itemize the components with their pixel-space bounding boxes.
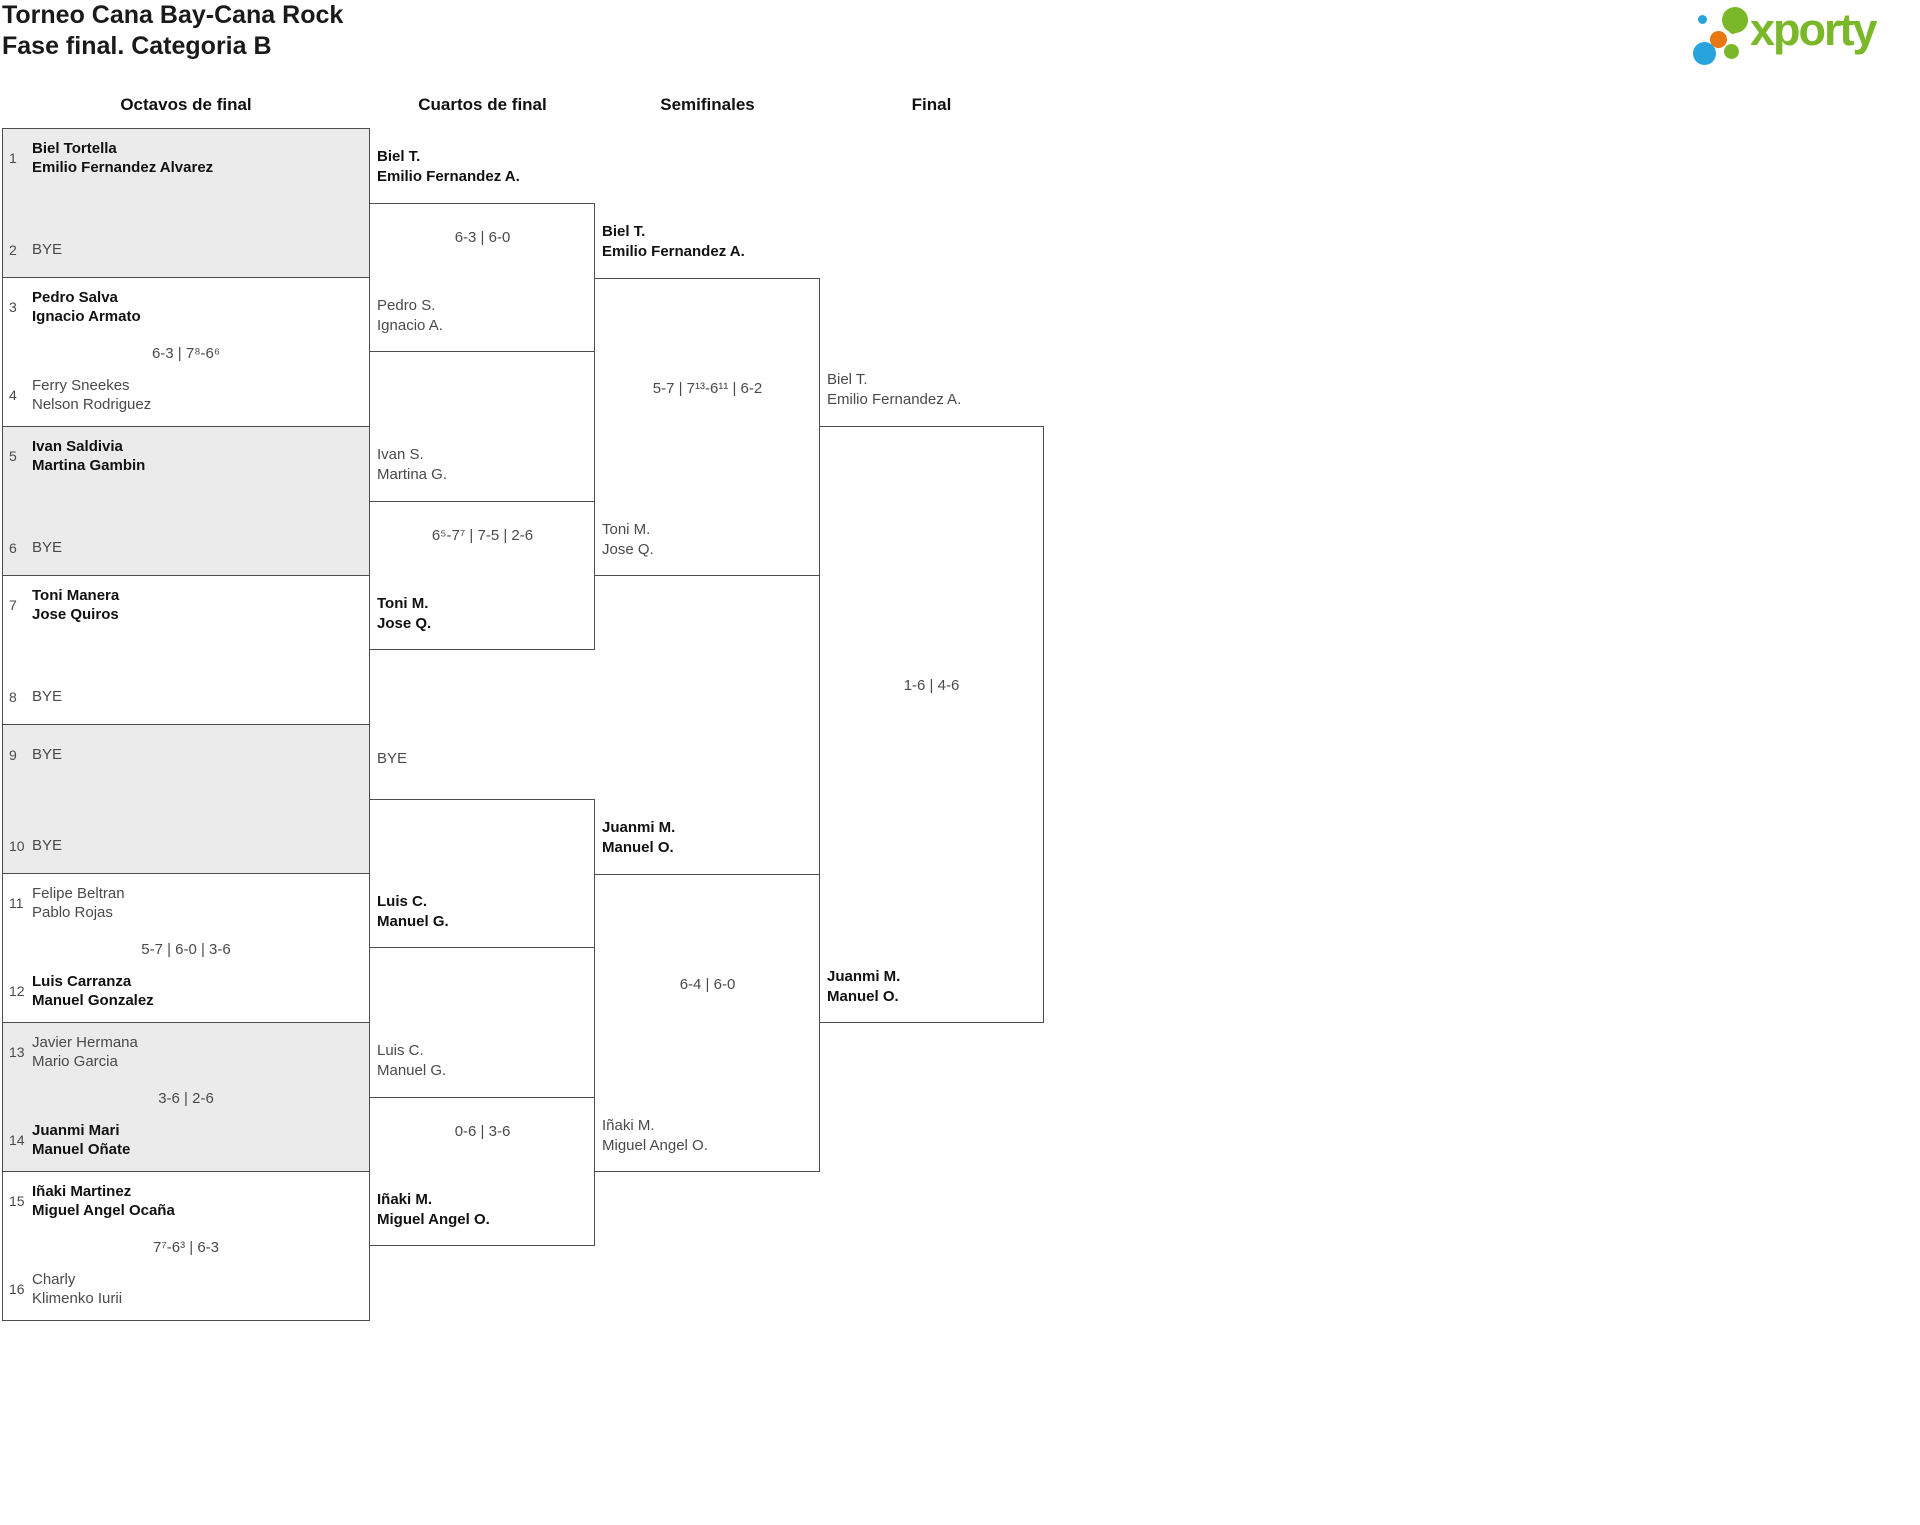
semifinal-2-box	[594, 874, 820, 1172]
cuartos-4-score: 0-6 | 3-6	[454, 1123, 511, 1140]
semifinal-1-top-team: Biel T.Emilio Fernandez A.	[602, 223, 745, 260]
page-title: Torneo Cana Bay-Cana Rock Fase final. Ca…	[2, 0, 343, 62]
column-header-final: Final	[911, 95, 952, 114]
octavos-score-2: 6-3 | 7⁸-6⁶	[151, 345, 221, 362]
slot-number: 11	[9, 895, 24, 911]
final-top-team: Biel T.Emilio Fernandez A.	[827, 371, 962, 408]
slot-number: 6	[9, 539, 17, 556]
slot-number: 2	[9, 241, 17, 258]
team-names: BYE	[32, 241, 63, 258]
logo-dot-orange	[1710, 31, 1727, 48]
cuartos-2-bottom-team: Toni M.Jose Q.	[377, 595, 432, 632]
cuartos-4-bottom-team: Iñaki M.Miguel Angel O.	[377, 1191, 490, 1228]
octavos-match-5-box: 9 BYE 10 BYE	[2, 724, 370, 874]
cuartos-1-top-team: Biel T.Emilio Fernandez A.	[377, 148, 520, 185]
slot-number: 12	[9, 983, 25, 999]
cuartos-3-top-team: BYE	[377, 750, 408, 767]
column-header-octavos: Octavos de final	[120, 95, 252, 114]
octavos-score-6: 5-7 | 6-0 | 3-6	[141, 941, 231, 958]
cuartos-1-score: 6-3 | 6-0	[454, 229, 511, 246]
slot-number: 8	[9, 688, 17, 705]
slot-9: 9 BYE	[3, 745, 369, 764]
semifinal-2-top-team: Juanmi M.Manuel O.	[602, 819, 676, 856]
xporty-logo[interactable]: xporty	[1690, 4, 1920, 67]
logo-dot-green-small-2	[1724, 44, 1739, 59]
slot-8: 8 BYE	[3, 687, 369, 706]
final-match-box	[819, 426, 1044, 1023]
cuartos-4-top-team: Luis C.Manuel G.	[377, 1042, 447, 1079]
cuartos-3-bottom-team: Luis C.Manuel G.	[377, 893, 449, 930]
slot-number: 15	[9, 1193, 25, 1209]
semifinal-1-score: 5-7 | 7¹³-6¹¹ | 6-2	[652, 380, 763, 397]
tournament-name: Torneo Cana Bay-Cana Rock	[2, 1, 344, 29]
team-names: BYE	[32, 688, 63, 705]
slot-number: 9	[9, 746, 17, 763]
cuartos-match-3-box	[369, 799, 595, 948]
slot-number: 16	[9, 1281, 25, 1297]
slot-number: 13	[9, 1044, 25, 1060]
slot-number: 5	[9, 448, 17, 464]
slot-number: 4	[9, 387, 17, 403]
semifinal-1-bottom-team: Toni M.Jose Q.	[602, 521, 654, 558]
slot-number: 14	[9, 1132, 25, 1148]
slot-number: 10	[9, 837, 25, 854]
octavos-score-8: 7⁷-6³ | 6-3	[152, 1239, 219, 1256]
logo-dot-green-small	[1729, 26, 1737, 34]
column-header-cuartos: Cuartos de final	[418, 95, 547, 114]
cuartos-2-score: 6⁵-7⁷ | 7-5 | 2-6	[431, 527, 534, 544]
slot-number: 1	[9, 150, 17, 166]
phase-category: Fase final. Categoria B	[2, 32, 272, 60]
team-names: BYE	[32, 837, 63, 854]
logo-dot-blue-small	[1698, 15, 1707, 24]
cuartos-match-1-box	[369, 203, 595, 352]
semifinal-2-score: 6-4 | 6-0	[679, 976, 736, 993]
logo-dot-blue-large	[1693, 42, 1716, 65]
cuartos-1-bottom-team: Pedro S.Ignacio A.	[377, 297, 443, 334]
slot-10: 10 BYE	[3, 836, 369, 855]
slot-number: 7	[9, 597, 17, 613]
octavos-score-7: 3-6 | 2-6	[158, 1090, 214, 1107]
logo-wordmark: xporty	[1750, 4, 1878, 55]
team-names: BYE	[32, 746, 63, 763]
semifinal-2-bottom-team: Iñaki M.Miguel Angel O.	[602, 1117, 708, 1154]
team-names: BYE	[32, 539, 63, 556]
column-header-semifinales: Semifinales	[660, 95, 755, 114]
final-score: 1-6 | 4-6	[903, 677, 960, 694]
slot-number: 3	[9, 299, 17, 315]
cuartos-2-top-team: Ivan S.Martina G.	[377, 446, 448, 483]
slot-2: 2 BYE	[3, 240, 369, 259]
final-bottom-team: Juanmi M.Manuel O.	[827, 968, 901, 1005]
slot-6: 6 BYE	[3, 538, 369, 557]
